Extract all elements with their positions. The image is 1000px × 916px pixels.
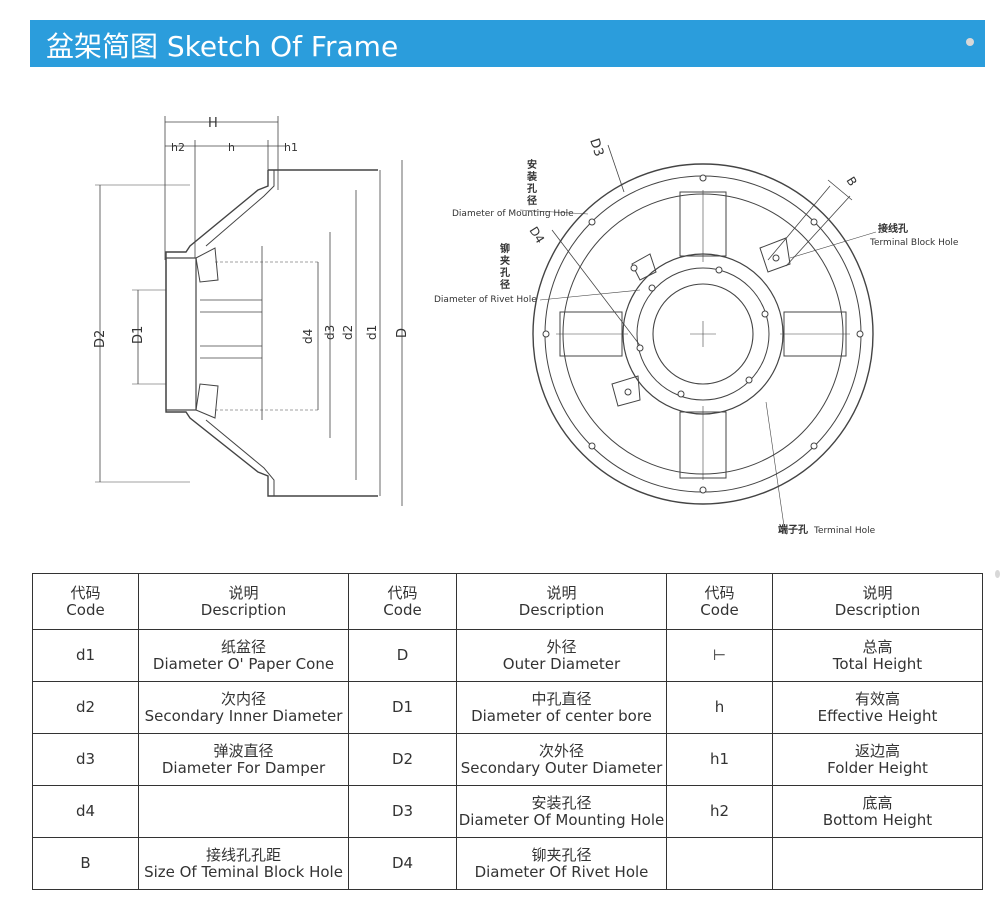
side-view-labels: H h2 h h1 D2 D1 d4 d3 d2 d1 D [93, 116, 410, 348]
mounting-hole-en: Diameter of Mounting Hole [452, 209, 574, 219]
label-B: B [843, 174, 859, 188]
svg-text:径: 径 [500, 278, 510, 291]
code-cell: h2 [666, 785, 773, 838]
code-cell: d2 [32, 681, 139, 734]
svg-text:径: 径 [527, 194, 537, 207]
label-h: h [228, 141, 235, 154]
description-cell [138, 785, 349, 838]
front-view-holes [542, 174, 864, 494]
label-H: H [208, 116, 218, 131]
label-h2: h2 [171, 141, 185, 154]
code-cell: d1 [32, 629, 139, 682]
description-cell [772, 837, 983, 890]
title-banner: 盆架简图 Sketch Of Frame [30, 20, 985, 67]
label-h1: h1 [284, 141, 298, 154]
label-D3: D3 [586, 137, 606, 159]
code-cell: B [32, 837, 139, 890]
svg-text:安: 安 [527, 158, 537, 171]
terminal-block-cn: 接线孔 [878, 222, 908, 235]
side-view [95, 116, 403, 506]
code-cell [666, 837, 773, 890]
code-cell: h1 [666, 733, 773, 786]
mounting-hole-cn: 安 装 孔 径 [526, 158, 537, 207]
code-cell: d4 [32, 785, 139, 838]
svg-text:夹: 夹 [500, 254, 510, 267]
front-view [519, 144, 877, 527]
svg-text:装: 装 [526, 170, 537, 183]
rivet-hole-en: Diameter of Rivet Hole [434, 295, 537, 305]
code-cell: D [348, 629, 457, 682]
label-D1: D1 [131, 326, 146, 344]
label-d1: d1 [365, 325, 379, 340]
corner-dot [966, 38, 974, 46]
label-D2-side: D2 [93, 330, 108, 348]
code-cell: D4 [348, 837, 457, 890]
corner-dot [995, 570, 1000, 578]
svg-text:孔: 孔 [527, 182, 537, 195]
label-d3: d3 [323, 325, 337, 340]
label-d2: d2 [341, 325, 355, 340]
svg-text:孔: 孔 [500, 266, 510, 279]
svg-text:铆: 铆 [500, 242, 510, 255]
code-cell: D2 [348, 733, 457, 786]
code-cell: h [666, 681, 773, 734]
code-cell: D3 [348, 785, 457, 838]
label-d4: d4 [301, 329, 315, 344]
rivet-hole-cn: 铆 夹 孔 径 [500, 242, 510, 291]
label-D: D [395, 328, 410, 338]
front-view-labels: D3 D4 B 安 装 孔 径 Diameter of Mounting Hol… [434, 137, 959, 536]
code-cell: D1 [348, 681, 457, 734]
label-D4: D4 [526, 224, 547, 246]
code-cell: ⊢ [666, 629, 773, 682]
terminal-block-en: Terminal Block Hole [869, 238, 959, 248]
terminal-hole-en: Terminal Hole [813, 526, 876, 536]
terminal-hole-cn: 端子孔 [778, 523, 808, 536]
page-title: 盆架简图 Sketch Of Frame [46, 30, 399, 63]
frame-sketch: H h2 h h1 D2 D1 d4 d3 d2 d1 D [93, 116, 959, 536]
code-cell: d3 [32, 733, 139, 786]
